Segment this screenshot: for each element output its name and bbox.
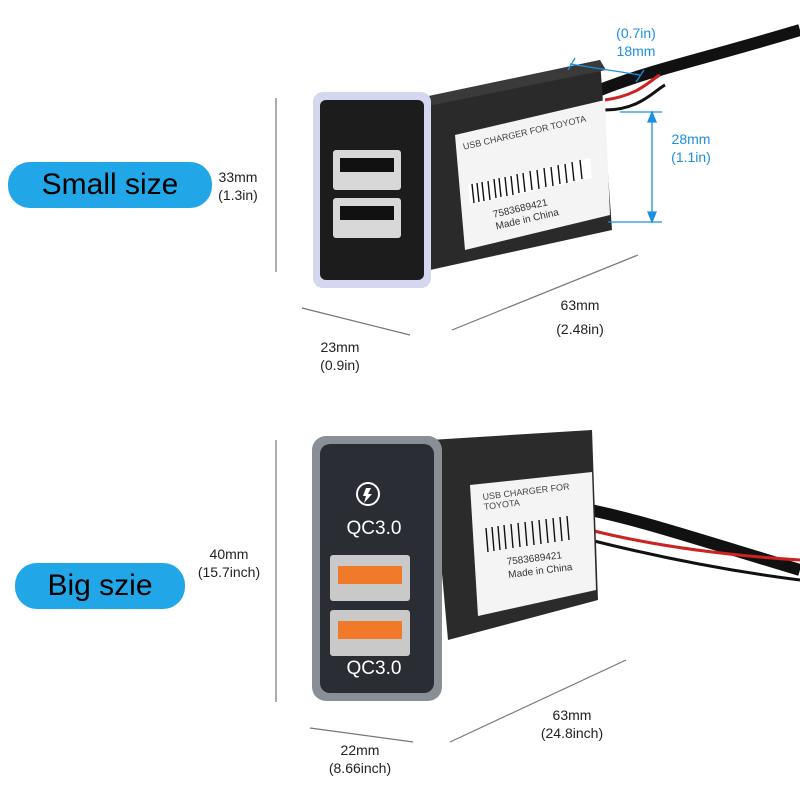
- small-charger: [275, 24, 800, 336]
- small-height-in: (1.3in): [218, 187, 258, 203]
- big-width-in: (8.66inch): [328, 760, 392, 776]
- small-back-mm: 28mm: [671, 131, 711, 147]
- big-usb-port-top: [330, 555, 410, 601]
- big-length-line: [449, 659, 627, 743]
- small-usb-port-bottom: [333, 198, 401, 238]
- small-length-mm: 63mm: [560, 297, 600, 313]
- big-height-in: (15.7inch): [197, 564, 261, 580]
- big-port-label-top: QC3.0: [346, 518, 402, 539]
- big-length-dimension: 63mm (24.8inch): [522, 706, 622, 742]
- small-depth-line: [567, 57, 662, 224]
- small-depth-in: (0.7in): [616, 25, 656, 41]
- small-height-mm: 33mm: [218, 169, 258, 185]
- small-size-badge: Small size: [8, 162, 212, 208]
- small-depth-dimension: (0.7in) 18mm: [602, 24, 670, 60]
- big-charger: [275, 430, 800, 743]
- small-depth-mm: 18mm: [616, 43, 656, 59]
- big-height-dimension: 40mm (15.7inch): [188, 545, 270, 581]
- small-length-in: (2.48in): [556, 321, 604, 337]
- small-width-dimension: 23mm (0.9in): [300, 338, 380, 374]
- big-width-line: [309, 727, 414, 743]
- small-width-line: [301, 307, 411, 336]
- big-port-label-bottom: QC3.0: [346, 658, 402, 679]
- big-product-label: [470, 472, 596, 616]
- big-height-mm: 40mm: [209, 546, 249, 562]
- small-back-dimension: 28mm (1.1in): [656, 130, 726, 166]
- big-width-mm: 22mm: [340, 742, 380, 758]
- big-barcode: [485, 515, 570, 553]
- small-back-in: (1.1in): [671, 149, 711, 165]
- small-usb-port-top: [333, 150, 401, 190]
- small-length-dimension: 63mm (2.48in): [540, 296, 620, 338]
- small-barcode: [468, 158, 592, 205]
- big-usb-port-bottom: [330, 610, 410, 656]
- big-width-dimension: 22mm (8.66inch): [308, 741, 412, 777]
- big-length-mm: 63mm: [552, 707, 592, 723]
- big-size-badge: Big szie: [15, 563, 185, 609]
- small-width-mm: 23mm: [320, 339, 360, 355]
- small-length-line: [451, 254, 639, 331]
- small-width-in: (0.9in): [320, 357, 360, 373]
- small-height-dimension: 33mm (1.3in): [206, 168, 270, 204]
- qc-icon: [356, 482, 380, 506]
- big-length-in: (24.8inch): [540, 725, 604, 741]
